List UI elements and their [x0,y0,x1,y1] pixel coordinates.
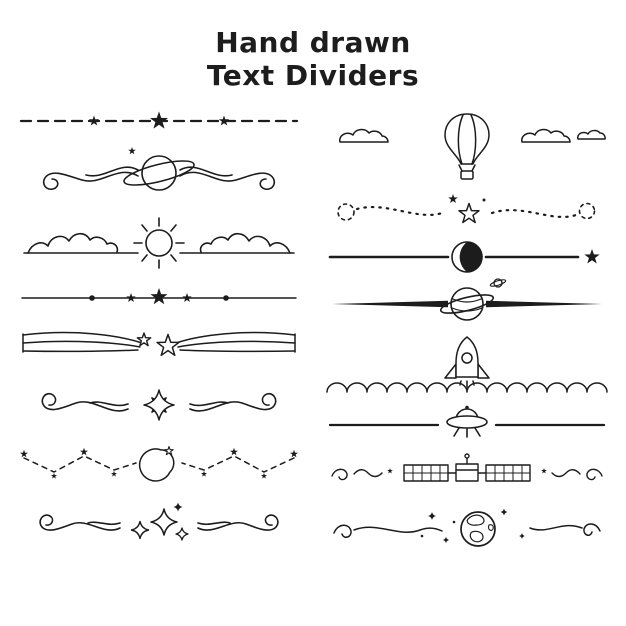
divider-zigzag-moon [18,438,300,490]
star-icon [218,115,230,126]
left-swirl [39,514,121,531]
star-icon [126,293,136,303]
divider-clouds-sun [18,213,300,277]
divider-columns [18,108,608,554]
right-cloud-icon [179,233,295,255]
dot-icon [89,295,95,301]
star-icon [541,467,547,474]
star-icon [448,194,458,204]
star-icon [50,473,58,479]
ufo-icon [446,405,488,438]
right-cloud-icon [521,128,571,143]
right-column [326,108,608,554]
satellite-icon [403,452,531,482]
star-icon [230,448,238,456]
left-ray [332,301,448,308]
dotted-line [490,209,578,219]
right-ray [486,301,602,308]
left-swirl [41,392,129,412]
divider-dotted-stars [326,189,608,237]
saturn-icon [123,154,195,191]
star-icon [584,248,600,264]
right-swirl [529,523,601,537]
star-icon [260,473,268,479]
right-swirl [189,392,277,412]
dashed-loop [337,203,355,222]
title-line-2: Text Dividers [206,59,420,93]
ringed-planet-icon [439,287,495,322]
crescent-moon-icon [138,448,175,482]
star-icon [20,450,28,458]
right-ribbon [175,331,296,353]
divider-clouds-balloon [326,108,608,188]
divider-earth-swirls [326,502,608,554]
dotted-line [355,206,444,217]
right-zigzag [181,448,298,479]
star-icon [387,467,393,474]
right-curl [541,467,603,480]
earth-icon [460,511,496,547]
left-ribbon [22,331,143,353]
hot-air-balloon-icon [444,113,490,180]
right-cloud-icon [576,129,606,140]
dot-icon [223,295,229,301]
right-swirl [197,514,279,531]
star-icon [149,111,169,129]
divider-planet-rays [326,276,608,332]
star-icon [150,288,168,305]
rocket-icon [444,336,490,388]
star-icon [136,332,152,347]
page-title: Hand drawn Text Dividers [207,26,419,92]
sparkle-icon [428,512,436,521]
divider-dashed-stars [18,108,300,134]
star-icon [290,450,298,458]
left-flourish [42,166,139,190]
eclipse-moon-icon [451,241,483,273]
left-cloud-icon [339,128,389,143]
cloud-bank [326,382,608,393]
dashed-loop [578,203,596,220]
left-curl [331,467,393,480]
divider-ufo-line [326,403,608,447]
sparkle-icon [143,388,175,421]
star-icon [156,333,180,356]
divider-ribbon-stars [18,319,300,371]
divider-dots-stars-line [18,285,300,311]
star-icon [88,115,100,126]
sparkle-icon [130,502,189,541]
dot-icon [420,534,424,538]
sparkle-icon [442,536,450,544]
mini-ringed-planet-icon [489,278,507,288]
star-icon [110,471,118,477]
divider-satellite [326,449,608,501]
right-flourish [179,166,276,190]
star-icon [200,471,208,477]
star-icon [128,146,136,155]
divider-swirl-sparkle [18,379,300,431]
star-icon [80,448,88,456]
divider-swirl-saturn [18,142,300,206]
star-icon [458,203,480,224]
left-cloud-icon [23,233,139,255]
sun-icon [133,217,185,270]
divider-eclipse-line [326,239,608,275]
dot-icon [482,198,486,202]
divider-rocket-clouds [326,334,608,402]
dot-icon [452,520,456,524]
star-icon [182,293,192,303]
sparkle-icon [500,508,508,516]
title-line-1: Hand drawn [215,26,411,59]
left-column [18,108,300,554]
sparkle-icon [519,533,525,540]
left-swirl [333,524,443,539]
left-zigzag [20,448,137,479]
divider-swirl-diamonds [18,498,300,554]
